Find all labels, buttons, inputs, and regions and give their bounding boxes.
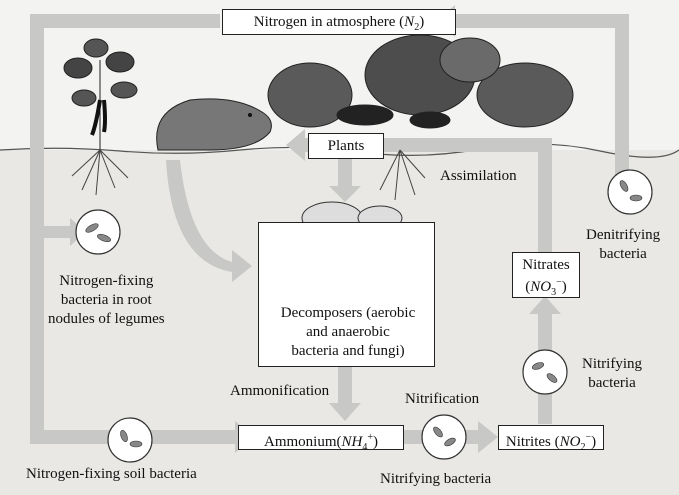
denitrifying-label: Denitrifying bacteria [586, 226, 660, 264]
plants-label: Plants [328, 138, 365, 154]
ammonification-label: Ammonification [230, 382, 329, 401]
nitrites-box: Nitrites (NO2−) [498, 425, 604, 450]
nitrifying-bacteria-circle-upper [523, 350, 567, 394]
decomposers-line3: bacteria and fungi) [262, 342, 434, 361]
atmosphere-label: Nitrogen in atmosphere ( [254, 14, 404, 30]
nitrifying-upper-label: Nitrifying bacteria [582, 355, 642, 393]
denitrifying-line2: bacteria [586, 245, 660, 264]
nitrifying-lower-label: Nitrifying bacteria [380, 470, 491, 489]
nitrates-formula: (NO3−) [513, 274, 579, 302]
nitrifying-upper-line1: Nitrifying [582, 355, 642, 374]
root-fixers-line2: bacteria in root [48, 291, 165, 310]
assimilation-label: Assimilation [440, 167, 517, 186]
atmosphere-box: Nitrogen in atmosphere (N2) [222, 9, 456, 35]
arrow-right-vertical [615, 28, 629, 178]
soil-fixers-label: Nitrogen-fixing soil bacteria [26, 465, 197, 484]
nitrites-close: ) [591, 434, 596, 450]
arrow-top-left [32, 14, 220, 28]
root-bacteria-circle [76, 210, 120, 254]
root-fixers-line3: nodules of legumes [48, 310, 165, 329]
root-fixers-label: Nitrogen-fixing bacteria in root nodules… [48, 272, 165, 329]
ammonium-label: Ammonium( [264, 434, 342, 450]
animal [157, 99, 272, 150]
nitrifying-bacteria-circle-lower [422, 415, 466, 459]
atmosphere-symbol: N [404, 14, 414, 30]
root-fixers-line1: Nitrogen-fixing [48, 272, 165, 291]
decomposers-label: Decomposers (aerobic and anaerobic bacte… [262, 304, 434, 361]
nitrifying-upper-line2: bacteria [582, 374, 642, 393]
decomposers-line2: and anaerobic [262, 323, 434, 342]
arrow-branch-root [30, 226, 72, 238]
atmosphere-close: ) [419, 14, 424, 30]
arrow-plants-down [338, 158, 352, 188]
denitrifying-bacteria-circle [608, 170, 652, 214]
nitrites-symbol: NO [560, 434, 581, 450]
nitrites-label: Nitrites ( [506, 434, 560, 450]
plants-box: Plants [308, 133, 384, 159]
decomposers-line1: Decomposers (aerobic [262, 304, 434, 323]
ammonium-box: Ammonium(NH4+) [238, 425, 404, 450]
nitrates-box: Nitrates (NO3−) [512, 252, 580, 298]
ammonium-sub: 4 [362, 442, 367, 453]
soil-bacteria-circle [108, 418, 152, 462]
arrow-top-right [455, 14, 629, 28]
arrow-ammonification [338, 365, 352, 405]
arrow-assimilation-vertical [538, 140, 552, 252]
denitrifying-line1: Denitrifying [586, 226, 660, 245]
nitrites-sub: 2 [580, 442, 585, 453]
nitrates-label: Nitrates [513, 256, 579, 274]
nitrification-label: Nitrification [405, 390, 479, 409]
ammonium-symbol: NH [342, 434, 363, 450]
ammonium-close: ) [373, 434, 378, 450]
